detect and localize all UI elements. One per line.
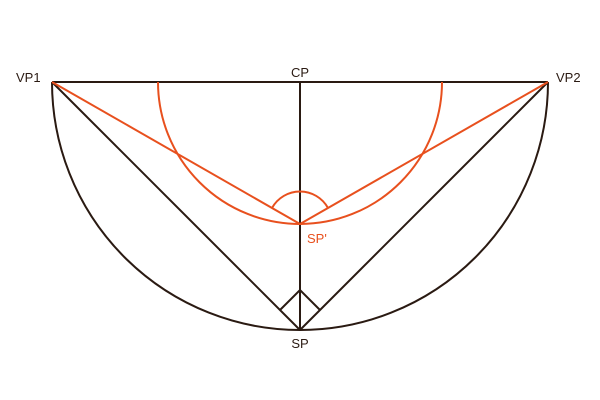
angle-arc-sp-prime [271,190,329,209]
label-cp: CP [291,65,309,80]
label-sp: SP [291,336,308,351]
label-vp1: VP1 [16,70,41,85]
label-vp2: VP2 [556,70,581,85]
vp1-to-sp-prime-line [51,81,301,225]
label-sp-prime: SP' [307,231,327,246]
right-angle-marker [279,288,321,311]
vp2-to-sp-line [299,81,549,331]
vp2-to-sp-prime-line [299,81,549,225]
vp1-to-sp-line [51,81,301,331]
